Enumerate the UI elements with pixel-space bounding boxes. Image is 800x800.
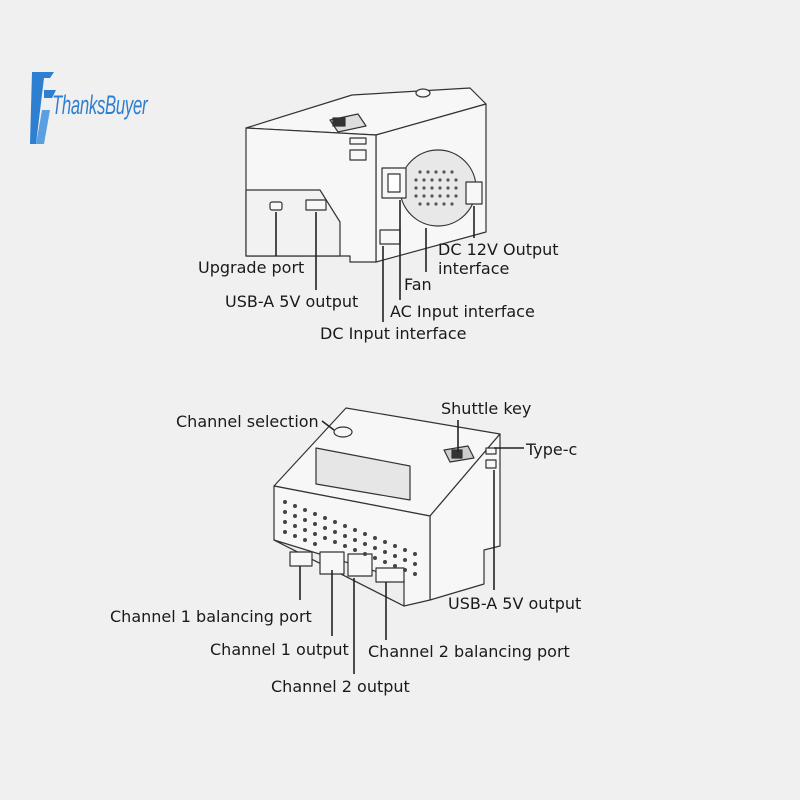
rear-type-c-port [349,137,367,145]
label-type-c: Type-c [526,440,578,459]
rear-shuttle-key-icon [332,117,346,127]
rear-fan-holes [414,170,458,206]
brand-logo [30,70,170,150]
rear-channel-button [415,88,431,98]
front-grille-holes [283,500,417,576]
label-ch1-balancing-port: Channel 1 balancing port [110,607,312,626]
rear-leader-lines [275,200,475,322]
rear-dc12v-output [465,181,483,205]
front-ch1-balance-port [289,551,313,567]
label-upgrade-port: Upgrade port [198,258,305,277]
front-channel-button [333,426,353,438]
rear-usb-port-top [349,149,367,161]
label-dc-12v-output: DC 12V Output interface [438,240,559,278]
label-usb-a-5v-output-front: USB-A 5V output [448,594,582,613]
brand-logo-mark [30,72,56,144]
front-shuttle-key-icon [451,449,463,459]
label-ch2-balancing-port: Channel 2 balancing port [368,642,570,661]
label-ch2-output: Channel 2 output [271,677,410,696]
brand-name: ThanksBuyer [52,90,148,120]
label-dc-input: DC Input interface [320,324,467,343]
label-ac-input: AC Input interface [390,302,535,321]
front-leader-lines [299,420,524,674]
front-ch2-output [347,553,373,577]
front-usb-port [485,459,497,469]
label-usb-a-5v-output-rear: USB-A 5V output [225,292,359,311]
label-fan: Fan [404,275,432,294]
label-channel-selection: Channel selection [176,412,319,431]
rear-usb-a-port [305,199,327,211]
front-screen [315,447,411,501]
front-type-c-port [485,447,497,455]
label-shuttle-key: Shuttle key [441,399,532,418]
rear-upgrade-port [269,201,283,211]
label-ch1-output: Channel 1 output [210,640,349,659]
front-ch2-balance-port [375,567,405,583]
